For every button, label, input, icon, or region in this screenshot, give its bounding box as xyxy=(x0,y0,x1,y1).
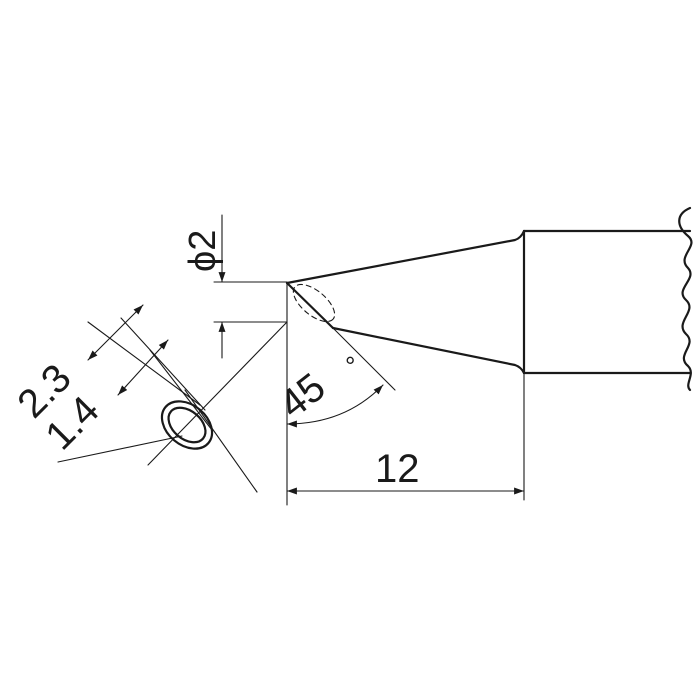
width-dimension-lines xyxy=(57,304,213,463)
diameter-dimension xyxy=(213,214,288,359)
length-dimension xyxy=(286,372,525,501)
bevel-face-hidden xyxy=(292,283,336,323)
angle-dimension xyxy=(286,282,396,506)
diameter-label: ϕ2 xyxy=(182,230,224,272)
bevel-section-view xyxy=(160,400,214,450)
tip-outline xyxy=(285,206,693,392)
angle-unit-label: ° xyxy=(345,351,355,381)
section-leader-lines xyxy=(147,321,288,493)
length-label: 12 xyxy=(375,447,420,491)
angle-label: 45 xyxy=(271,365,333,427)
